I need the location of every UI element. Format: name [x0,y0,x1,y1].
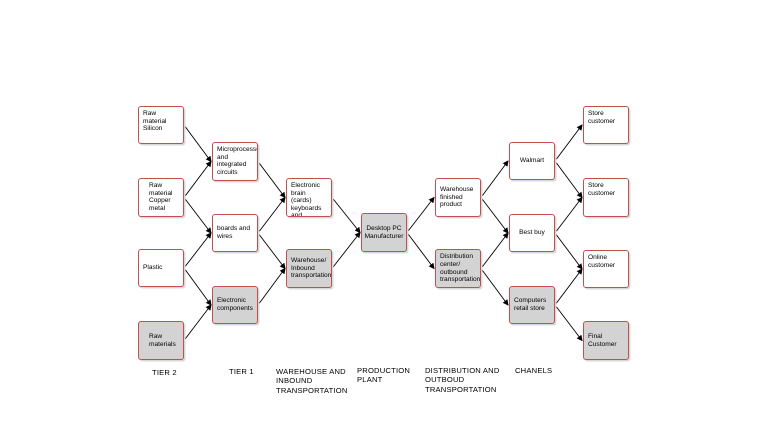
arrow-microprocessor-to-electronic-brain [257,161,286,199]
arrow-raw-silicon-to-microprocessor [183,124,212,163]
node-boards-and-wires: boards and wires [212,214,258,252]
node-raw-materials: Raw materials [138,321,184,360]
node-computers-retail-store: Computers retail store [509,286,555,324]
arrow-computers-retail-to-online-customer [554,268,583,306]
arrow-computers-retail-to-final-customer [554,304,583,342]
arrow-distribution-center-to-best-buy [480,232,509,269]
stage-label-tier-1: TIER 1 [229,367,254,376]
arrow-electronic-brain-to-desktop-pc [331,197,361,234]
node-walmart: Walmart [509,142,555,180]
stage-label-channels: CHANELS [515,366,553,375]
arrow-walmart-to-store-customer-2 [554,160,583,199]
node-plastic: Plastic [138,249,184,287]
arrow-warehouse-inbound-to-desktop-pc [331,231,361,269]
node-microprocessor: Microprocessor and integrated circuits [212,142,258,181]
arrow-raw-materials-to-electronic-components [183,304,212,341]
node-distribution-center: Distribution center/ outbound transporta… [435,249,481,288]
arrow-desktop-pc-to-distribution-center [406,232,435,270]
stage-label-production-plant: PRODUCTION PLANT [357,366,411,385]
node-final-customer: Final Customer [583,321,629,360]
node-electronic-components: Electronic components [212,286,258,324]
arrow-desktop-pc-to-warehouse-finished [406,196,435,233]
node-best-buy: Best buy [509,214,555,252]
arrow-raw-copper-to-microprocessor [183,160,212,198]
arrow-raw-copper-to-boards-wires [183,197,212,234]
stage-label-distribution: DISTRIBUTION AND OUTBOUD TRANSPORTATION [425,366,500,394]
arrow-electronic-components-to-warehouse-inbound [257,267,286,306]
node-desktop-pc-manufacturer: Desktop PC Manufacturer [361,213,407,252]
arrow-best-buy-to-online-customer [554,232,583,270]
arrow-plastic-to-electronic-components [183,267,212,306]
arrow-warehouse-finished-to-best-buy [480,197,509,234]
arrow-best-buy-to-store-customer-2 [554,196,583,234]
stage-label-tier-2: TIER 2 [152,368,177,377]
arrow-distribution-center-to-computers-retail [480,268,509,306]
node-store-customer-1: Store customer [583,106,629,144]
stage-label-warehouse-inbound: WAREHOUSE AND INBOUND TRANSPORTATION [276,367,348,395]
node-store-customer-2: Store customer [583,178,629,217]
node-warehouse-inbound: Warehouse/ Inbound transportation [286,249,332,288]
arrow-walmart-to-store-customer-1 [554,124,583,162]
arrow-warehouse-finished-to-walmart [480,160,509,198]
node-warehouse-finished-product: Warehouse finished product [435,178,481,217]
node-raw-material-copper: Raw material Copper metal [138,178,184,217]
node-raw-material-silicon: Raw material Silicon [138,106,184,144]
node-online-customer: Online customer [583,250,629,288]
arrow-plastic-to-boards-wires [183,232,212,269]
arrow-boards-wires-to-warehouse-inbound [257,232,286,270]
arrow-boards-wires-to-electronic-brain [257,196,286,234]
node-electronic-brain: Electronic brain (cards) keyboards and s… [286,178,332,217]
